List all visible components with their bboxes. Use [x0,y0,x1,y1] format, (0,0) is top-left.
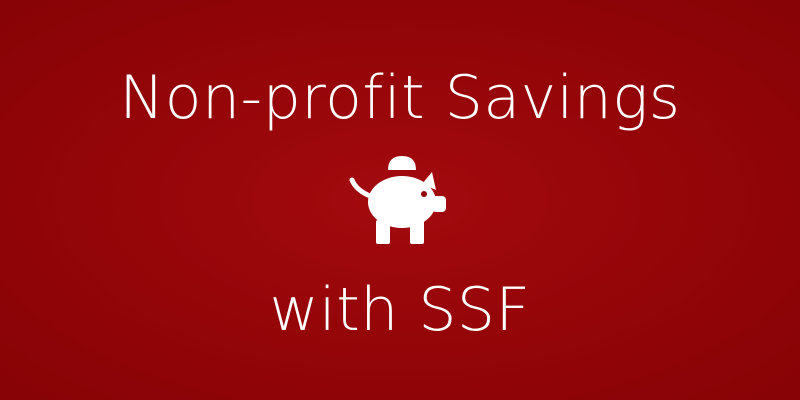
piggy-bank-icon [349,156,446,244]
headline-line-2: with SSF [269,275,531,345]
headline-line-1: Non-profit Savings [119,63,681,133]
